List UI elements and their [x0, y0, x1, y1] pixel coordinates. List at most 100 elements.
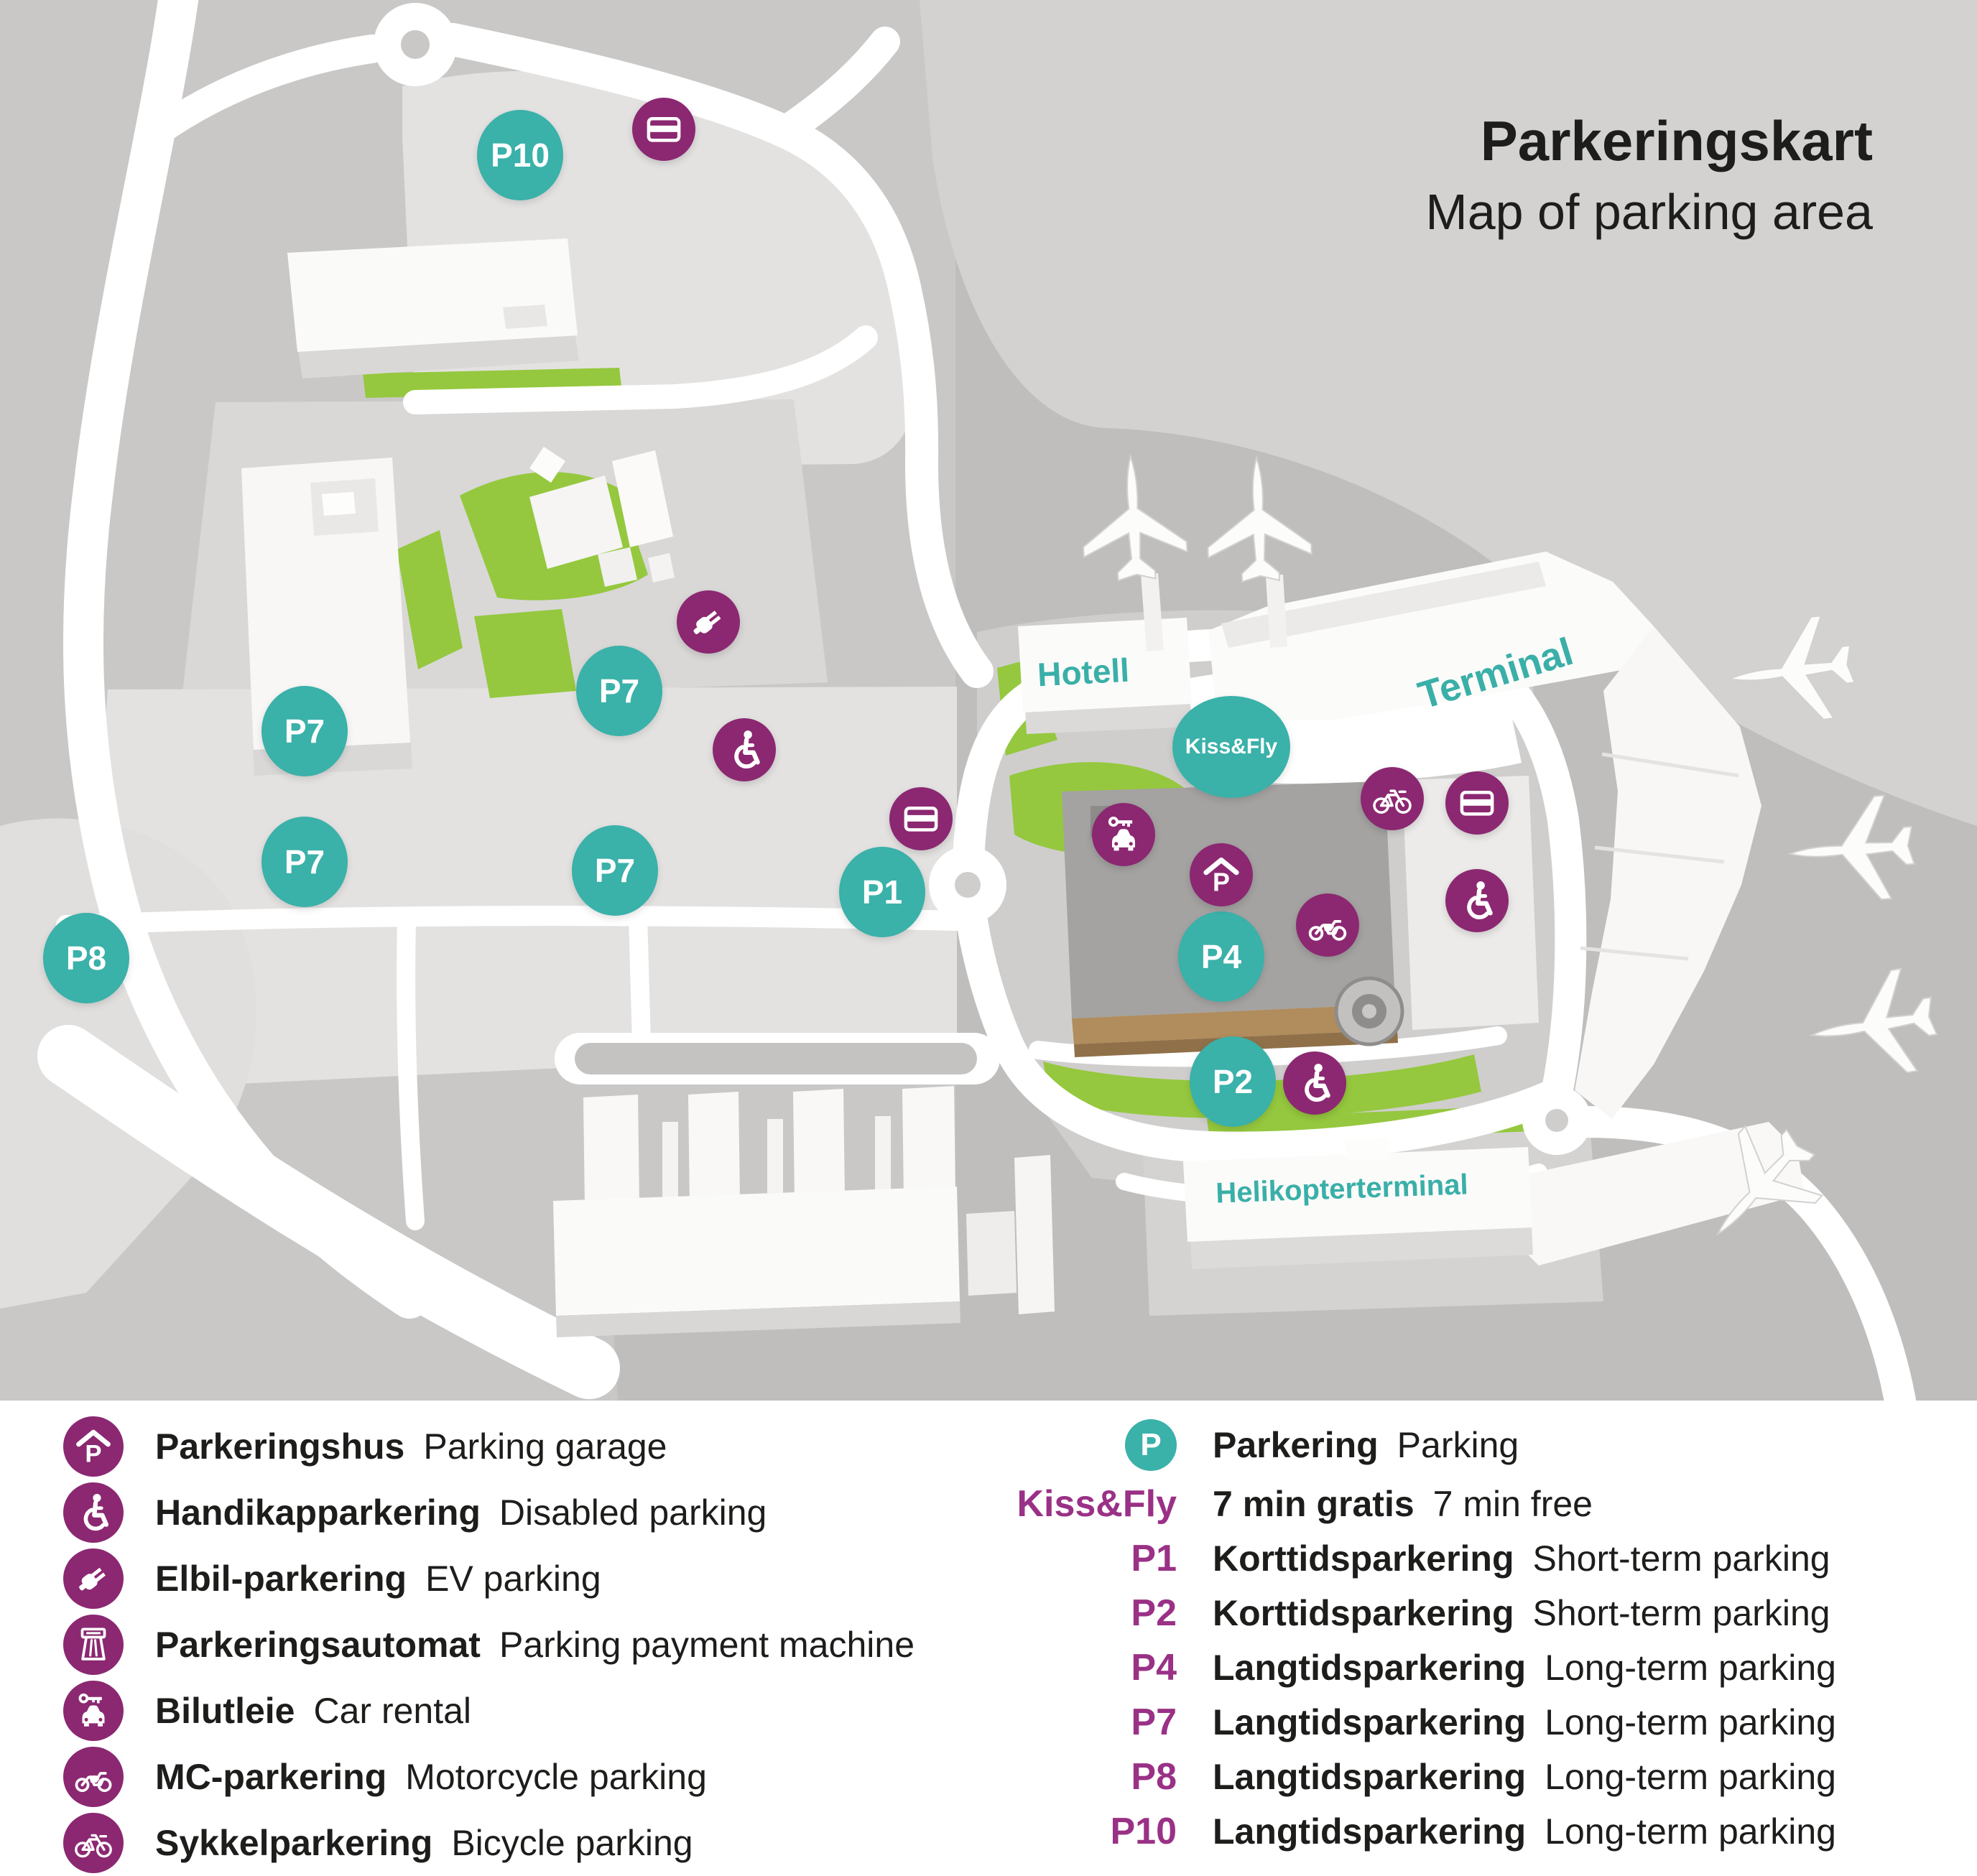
ev-plug-glyph: [71, 1556, 116, 1601]
car-rental-glyph: [71, 1689, 116, 1733]
zone-badge-p7-south: P7: [572, 825, 658, 916]
zone-badge-p10: P10: [477, 110, 563, 200]
legend-item-bilutleie: Bilutleie Car rental: [63, 1678, 915, 1744]
disabled-parking-glyph: [71, 1490, 116, 1535]
legend-badge-cell: P7: [997, 1701, 1177, 1744]
legend-item-sykkelparkering: Sykkelparkering Bicycle parking: [63, 1810, 915, 1876]
zone-code: P7: [1131, 1701, 1177, 1743]
disabled-parking-glyph: [1292, 1060, 1338, 1106]
parking-garage-glyph: [71, 1424, 116, 1469]
legend-label-en: Long-term parking: [1545, 1648, 1836, 1688]
legend-label-no: Handikapparkering: [155, 1492, 481, 1533]
map-title-block: Parkeringskart Map of parking area: [1425, 106, 1873, 243]
legend-item-p1-korttidsparkering: P1 Korttidsparkering Short-term parking: [997, 1531, 1953, 1586]
payment-machine-glyph: [71, 1622, 116, 1667]
legend-item-p10-langtidsparkering: P10 Langtidsparkering Long-term parking: [997, 1804, 1953, 1859]
legend-item-p-parkering: P Parkering Parking: [997, 1413, 1953, 1477]
payment-card-icon: [1445, 771, 1509, 835]
legend-badge-cell: P4: [997, 1646, 1177, 1689]
zone-code: P10: [1110, 1811, 1177, 1852]
page-title: Parkeringskart: [1480, 109, 1873, 172]
legend-label-no: Parkeringsautomat: [155, 1625, 481, 1665]
payment-card-glyph: [1454, 780, 1500, 826]
legend-label-no: Bilutleie: [155, 1691, 295, 1731]
bicycle-glyph: [71, 1821, 116, 1865]
legend-badge-cell: P8: [997, 1755, 1177, 1798]
legend-badge-cell: Kiss&Fly: [997, 1482, 1177, 1526]
legend-label-no: Langtidsparkering: [1213, 1648, 1527, 1688]
zone-badge-p7-west: P7: [261, 686, 348, 776]
legend-label-en: Long-term parking: [1545, 1811, 1836, 1852]
zone-badge-p7-southwest: P7: [261, 817, 348, 907]
legend-label-no: 7 min gratis: [1213, 1484, 1415, 1524]
legend-item-parkeringshus: Parkeringshus Parking garage: [63, 1413, 915, 1480]
disabled-parking-icon: [63, 1482, 124, 1543]
parking-garage-glyph: [1198, 852, 1244, 898]
legend-label-en: Parking payment machine: [499, 1625, 915, 1665]
legend-label-en: EV parking: [425, 1559, 601, 1599]
legend-badge-cell: P1: [997, 1537, 1177, 1580]
legend-badge-cell: P: [997, 1419, 1177, 1471]
legend-label-no: Parkering: [1213, 1425, 1379, 1465]
bicycle-icon: [1361, 767, 1424, 830]
legend-label-no: Sykkelparkering: [155, 1823, 433, 1863]
legend-label-en: Short-term parking: [1532, 1538, 1830, 1579]
legend-label-no: MC-parkering: [155, 1757, 387, 1797]
motorcycle-glyph: [1305, 902, 1351, 948]
legend-label-no: Korttidsparkering: [1213, 1538, 1514, 1579]
legend-label-en: Long-term parking: [1545, 1757, 1836, 1797]
legend-item-p4-langtidsparkering: P4 Langtidsparkering Long-term parking: [997, 1640, 1953, 1695]
legend-label-en: Disabled parking: [499, 1492, 767, 1533]
legend-item-mc-parkering: MC-parkering Motorcycle parking: [63, 1744, 915, 1810]
legend-label-en: Car rental: [313, 1691, 472, 1731]
car-rental-glyph: [1101, 812, 1147, 858]
legend-label-no: Parkeringshus: [155, 1426, 405, 1467]
legend-item-handikapparkering: Handikapparkering Disabled parking: [63, 1480, 915, 1546]
payment-card-icon: [889, 787, 953, 850]
zone-badge-p1: P1: [839, 847, 925, 937]
disabled-parking-icon: [713, 718, 776, 781]
zone-badge-p2: P2: [1190, 1036, 1276, 1127]
car-rental-icon: [1092, 803, 1155, 866]
bicycle-glyph: [1369, 776, 1415, 822]
legend-label-no: Langtidsparkering: [1213, 1702, 1527, 1742]
legend-label-no: Korttidsparkering: [1213, 1593, 1514, 1633]
motorcycle-icon: [63, 1747, 124, 1807]
motorcycle-glyph: [71, 1755, 116, 1799]
parking-garage-icon: [1190, 843, 1253, 906]
disabled-parking-glyph: [721, 727, 767, 773]
payment-card-icon: [632, 98, 695, 161]
map-graphic: [0, 0, 1977, 1401]
disabled-parking-icon: [1283, 1051, 1346, 1115]
ev-plug-icon: [63, 1548, 124, 1609]
zone-code: P1: [1131, 1538, 1177, 1579]
legend-label-en: Bicycle parking: [451, 1823, 693, 1863]
legend-label-en: Parking: [1397, 1425, 1519, 1465]
legend-label-en: 7 min free: [1432, 1484, 1593, 1524]
zone-badge-p8: P8: [43, 913, 129, 1003]
legend-label-en: Parking garage: [423, 1426, 667, 1467]
legend-badge-cell: P10: [997, 1810, 1177, 1853]
legend-label-no: Langtidsparkering: [1213, 1811, 1527, 1852]
zone-code: P4: [1131, 1647, 1177, 1689]
legend-item-kiss-fly-7-min-gratis: Kiss&Fly 7 min gratis 7 min free: [997, 1477, 1953, 1531]
payment-card-glyph: [898, 796, 944, 842]
zone-code: Kiss&Fly: [1017, 1483, 1177, 1525]
car-rental-icon: [63, 1681, 124, 1741]
legend-label-en: Motorcycle parking: [405, 1757, 707, 1797]
map-label-hotell: Hotell: [1036, 651, 1131, 694]
zone-code: P8: [1131, 1756, 1177, 1798]
parking-badge: P: [1125, 1419, 1177, 1471]
motorcycle-icon: [1296, 893, 1359, 957]
zone-code: P2: [1131, 1592, 1177, 1634]
ev-plug-glyph: [685, 599, 731, 645]
zone-badge-p4: P4: [1178, 911, 1264, 1002]
disabled-parking-icon: [1445, 869, 1509, 932]
